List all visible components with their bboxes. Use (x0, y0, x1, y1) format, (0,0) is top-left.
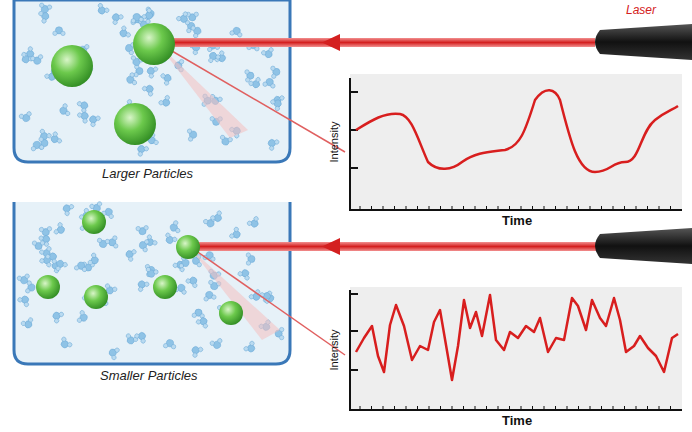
laser-beam (196, 242, 596, 251)
device-label: Laser (626, 3, 656, 17)
laser-device (595, 228, 692, 264)
scatter-line (192, 248, 345, 355)
sample-label: Smaller Particles (100, 368, 198, 383)
beam-arrow (322, 34, 340, 51)
particle (84, 285, 108, 309)
scatter-line (160, 44, 345, 152)
particle (153, 275, 177, 299)
particle (36, 275, 60, 299)
particle (51, 45, 93, 87)
axes (350, 78, 682, 410)
particle (82, 210, 106, 234)
scatter-cone (158, 44, 248, 138)
scatter-cone (190, 248, 280, 340)
particle (219, 301, 243, 325)
intensity-curve (356, 295, 678, 380)
water-molecules (17, 3, 285, 361)
plot-area (350, 287, 682, 410)
particle (114, 103, 156, 145)
plot-area (350, 74, 682, 210)
cuvette (14, 0, 290, 162)
axis-ticks (360, 206, 671, 410)
axis-label: Intensity (328, 122, 340, 163)
particle (176, 235, 200, 259)
axis-label: Time (502, 413, 532, 428)
beam-arrow (322, 238, 340, 255)
laser-beam (165, 38, 595, 47)
particle (133, 23, 175, 65)
intensity-curve (356, 90, 678, 172)
sample-label: Larger Particles (102, 166, 193, 181)
laser-device (595, 24, 692, 60)
axis-label: Intensity (328, 330, 340, 371)
cuvette (14, 202, 290, 364)
axis-label: Time (502, 213, 532, 228)
